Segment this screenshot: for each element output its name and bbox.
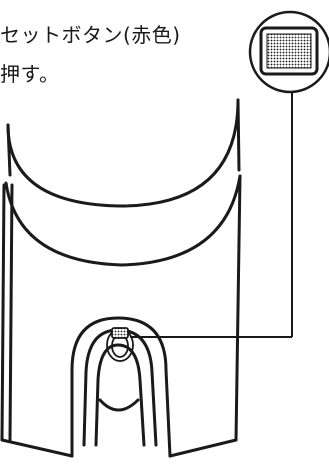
reset-button-closeup-icon [266, 33, 312, 69]
instruction-caption: セットボタン(赤色) 押す。 [0, 0, 245, 110]
device-body-outline [0, 98, 242, 458]
device-right-top-edge [236, 98, 241, 172]
device-left-top-edge [6, 123, 12, 177]
device-arch-recess [94, 343, 146, 447]
device-left-inner-edge [8, 183, 14, 442]
device-arch-outer [70, 316, 172, 458]
reset-button-on-device [106, 327, 134, 362]
callout-leader-line [130, 92, 293, 338]
device-front-rim [4, 174, 242, 267]
reset-button-frame [259, 26, 319, 76]
device-right-outer-edge [234, 174, 242, 442]
caption-line-1: セットボタン(赤色) [0, 23, 181, 47]
device-recess-floor [98, 398, 140, 412]
reset-button-callout [248, 10, 329, 94]
device-upper-rim [6, 98, 240, 208]
device-bottom-left [0, 438, 74, 458]
device-arch-inner [82, 328, 158, 447]
device-left-outer-edge [0, 183, 6, 442]
caption-line-2: 押す。 [0, 62, 60, 86]
device-bottom-right [168, 438, 238, 458]
